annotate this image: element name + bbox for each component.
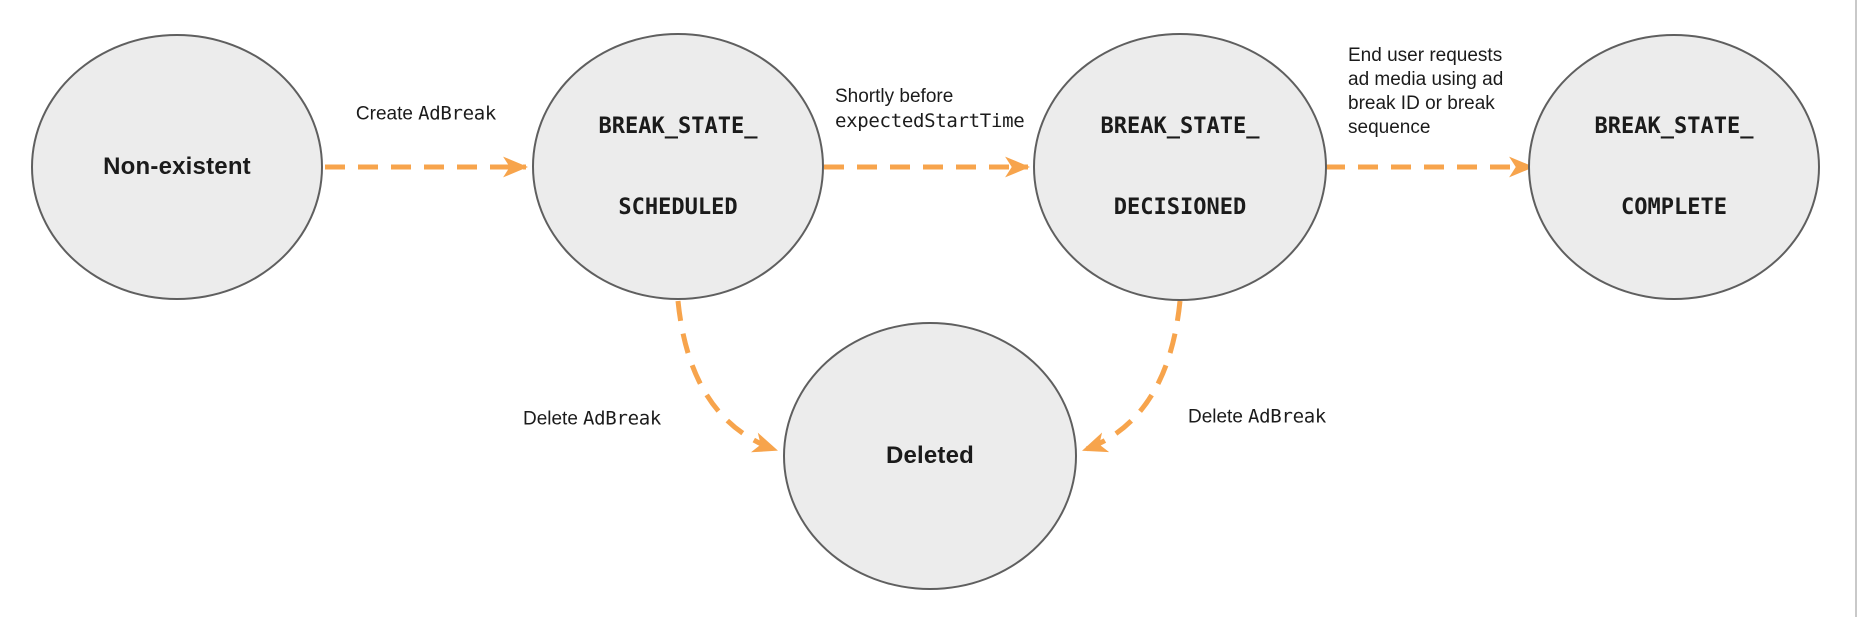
- node-break-state-complete: BREAK_STATE_ COMPLETE: [1528, 34, 1820, 300]
- arrow-delete-from-decisioned: [1082, 300, 1183, 453]
- label-shortly-before-expectedstarttime: Shortly before expectedStartTime: [835, 86, 1025, 132]
- label-end-user-requests: End user requests ad media using ad brea…: [1348, 45, 1504, 138]
- node-break-state-decisioned: BREAK_STATE_ DECISIONED: [1033, 33, 1327, 301]
- node-non-existent: Non-existent: [31, 34, 323, 300]
- node-deleted: Deleted: [783, 322, 1077, 590]
- node-deleted-label: Deleted: [885, 442, 975, 469]
- node-non-existent-label: Non-existent: [103, 153, 251, 180]
- node-break-state-decisioned-label: BREAK_STATE_ DECISIONED: [1100, 114, 1260, 220]
- node-break-state-complete-label: BREAK_STATE_ COMPLETE: [1594, 114, 1754, 220]
- node-break-state-scheduled-label: BREAK_STATE_ SCHEDULED: [598, 113, 758, 220]
- arrow-delete-from-scheduled: [675, 300, 778, 453]
- content-right-edge: [1855, 0, 1857, 617]
- node-break-state-scheduled: BREAK_STATE_ SCHEDULED: [532, 33, 824, 300]
